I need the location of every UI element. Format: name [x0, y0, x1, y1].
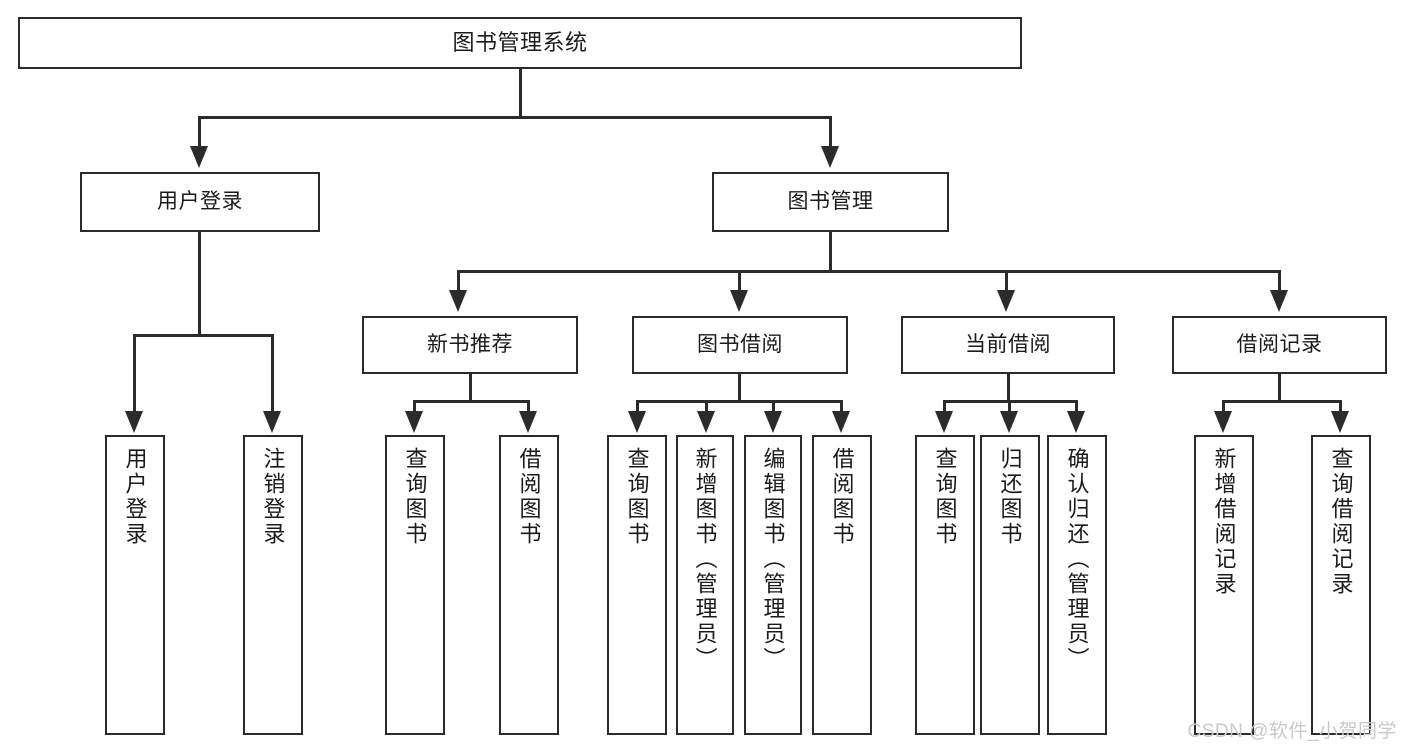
- arrow-to-leaf-edit-book: [764, 411, 782, 433]
- node-label: 查询图书: [402, 447, 428, 547]
- node-label: 新增图书（管理员）: [692, 447, 718, 672]
- arrow-to-leaf-query-record: [1331, 411, 1349, 433]
- connector-borrow-drop-3: [772, 400, 775, 413]
- node-current-borrow[interactable]: 当前借阅: [901, 316, 1115, 374]
- node-root-system[interactable]: 图书管理系统: [18, 17, 1022, 69]
- arrow-to-leaf-confirm-return: [1067, 411, 1085, 433]
- node-label: 归还图书: [997, 447, 1023, 547]
- connector-level2-bar: [198, 116, 832, 119]
- connector-current-drop-1: [943, 400, 946, 413]
- connector-level3-drop-4: [1278, 270, 1281, 292]
- connector-borrow-drop-2: [705, 400, 708, 413]
- leaf-query-book-borrow[interactable]: 查询图书: [607, 435, 667, 735]
- connector-current-drop-2: [1008, 400, 1011, 413]
- arrow-to-leaf-logout: [263, 411, 281, 433]
- node-book-borrow[interactable]: 图书借阅: [632, 316, 848, 374]
- arrow-to-leaf-borrow-book-1: [519, 411, 537, 433]
- arrow-to-current-borrow: [997, 290, 1015, 312]
- leaf-add-book[interactable]: 新增图书（管理员）: [676, 435, 734, 735]
- leaf-edit-book[interactable]: 编辑图书（管理员）: [744, 435, 802, 735]
- node-label: 用户登录: [122, 447, 148, 547]
- arrow-to-new-book-recommend: [449, 290, 467, 312]
- node-new-book-recommend[interactable]: 新书推荐: [362, 316, 578, 374]
- connector-level2-left-drop: [198, 116, 201, 148]
- arrow-to-borrow-record: [1270, 290, 1288, 312]
- arrow-to-book-manage: [821, 146, 839, 168]
- connector-recommend-stem: [469, 374, 472, 402]
- node-label: 编辑图书（管理员）: [760, 447, 786, 672]
- connector-user-login-drop-1: [133, 334, 136, 413]
- connector-level3-bar: [457, 270, 1281, 273]
- arrow-to-leaf-return-book: [1000, 411, 1018, 433]
- leaf-user-login[interactable]: 用户登录: [105, 435, 165, 735]
- leaf-query-book-current[interactable]: 查询图书: [915, 435, 975, 735]
- connector-record-bar: [1222, 400, 1342, 403]
- connector-book-manage-stem: [829, 232, 832, 273]
- connector-level3-drop-2: [738, 270, 741, 292]
- node-label: 借阅图书: [829, 447, 855, 547]
- arrow-to-leaf-query-book-2: [628, 411, 646, 433]
- connector-recommend-drop-1: [413, 400, 416, 413]
- node-label: 当前借阅: [965, 332, 1051, 356]
- node-label: 借阅图书: [516, 447, 542, 547]
- connector-record-drop-2: [1339, 400, 1342, 413]
- connector-borrow-drop-1: [636, 400, 639, 413]
- arrow-to-user-login: [190, 146, 208, 168]
- connector-level3-drop-3: [1005, 270, 1008, 292]
- node-label: 注销登录: [260, 447, 286, 547]
- node-book-manage[interactable]: 图书管理: [712, 172, 949, 232]
- leaf-query-borrow-record[interactable]: 查询借阅记录: [1311, 435, 1371, 735]
- node-label: 借阅记录: [1236, 332, 1323, 356]
- connector-root-stem: [519, 69, 522, 118]
- connector-borrow-drop-4: [840, 400, 843, 413]
- node-label: 查询图书: [932, 447, 958, 547]
- leaf-logout[interactable]: 注销登录: [243, 435, 303, 735]
- node-label: 新增借阅记录: [1211, 447, 1237, 597]
- connector-user-login-drop-2: [271, 334, 274, 413]
- connector-level3-drop-1: [457, 270, 460, 292]
- arrow-to-leaf-borrow-book-2: [832, 411, 850, 433]
- node-label: 查询借阅记录: [1328, 447, 1354, 597]
- connector-level2-right-drop: [829, 116, 832, 148]
- node-label: 新书推荐: [427, 332, 513, 356]
- connector-recommend-bar: [413, 400, 530, 403]
- leaf-query-book-recommend[interactable]: 查询图书: [385, 435, 445, 735]
- leaf-add-borrow-record[interactable]: 新增借阅记录: [1194, 435, 1254, 735]
- arrow-to-leaf-user-login: [125, 411, 143, 433]
- arrow-to-leaf-query-book-1: [405, 411, 423, 433]
- connector-current-stem: [1007, 374, 1010, 402]
- connector-borrow-bar: [636, 400, 843, 403]
- node-label: 图书借阅: [697, 332, 783, 356]
- node-label: 用户登录: [157, 189, 243, 213]
- node-label: 图书管理系统: [452, 30, 588, 56]
- leaf-borrow-book[interactable]: 借阅图书: [812, 435, 872, 735]
- leaf-return-book[interactable]: 归还图书: [980, 435, 1040, 735]
- connector-borrow-stem: [738, 374, 741, 402]
- arrow-to-leaf-add-book: [697, 411, 715, 433]
- arrow-to-leaf-add-record: [1214, 411, 1232, 433]
- leaf-confirm-return[interactable]: 确认归还（管理员）: [1047, 435, 1107, 735]
- node-label: 查询图书: [624, 447, 650, 547]
- node-label: 图书管理: [787, 189, 874, 213]
- arrow-to-book-borrow: [730, 290, 748, 312]
- node-user-login[interactable]: 用户登录: [80, 172, 320, 232]
- node-borrow-record[interactable]: 借阅记录: [1172, 316, 1387, 374]
- leaf-borrow-book-recommend[interactable]: 借阅图书: [499, 435, 559, 735]
- connector-record-stem: [1278, 374, 1281, 402]
- connector-current-drop-3: [1075, 400, 1078, 413]
- connector-record-drop-1: [1222, 400, 1225, 413]
- connector-recommend-drop-2: [527, 400, 530, 413]
- node-label: 确认归还（管理员）: [1064, 447, 1090, 672]
- arrow-to-leaf-query-book-3: [935, 411, 953, 433]
- connector-user-login-stem: [198, 232, 201, 336]
- connector-user-login-bar: [133, 334, 274, 337]
